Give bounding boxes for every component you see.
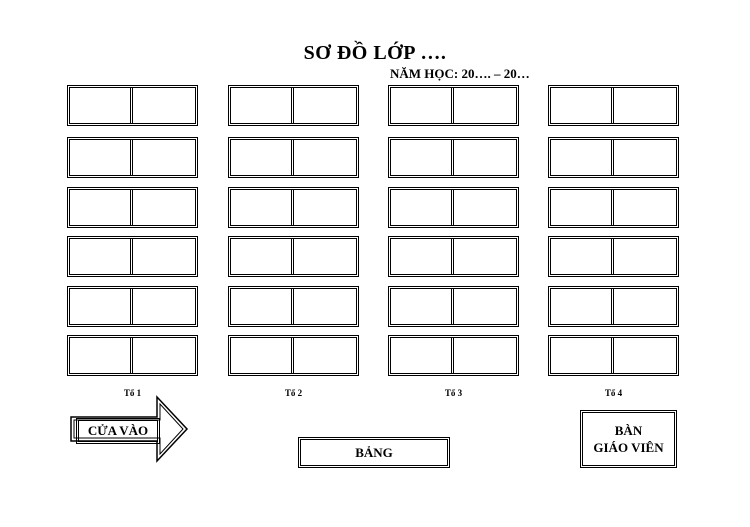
- desk: [388, 335, 519, 376]
- teacher-desk: BÀN GIÁO VIÊN: [580, 410, 677, 468]
- desk: [67, 236, 198, 277]
- desk-seat-right: [454, 140, 517, 175]
- desk-seat-right: [614, 289, 677, 324]
- desk: [67, 187, 198, 228]
- desk-seat-right: [454, 289, 517, 324]
- door-label: CỬA VÀO: [76, 418, 160, 444]
- desk-seat-left: [231, 338, 294, 373]
- desk: [388, 85, 519, 126]
- desk-seat-left: [70, 88, 133, 123]
- desk: [228, 236, 359, 277]
- desk: [228, 335, 359, 376]
- desk-seat-right: [133, 239, 196, 274]
- group-label-4: Tổ 4: [604, 388, 623, 398]
- desk-seat-right: [294, 88, 357, 123]
- desk-seat-right: [454, 88, 517, 123]
- desk-seat-left: [391, 239, 454, 274]
- desk: [67, 335, 198, 376]
- desk-seat-right: [133, 289, 196, 324]
- desk: [548, 187, 679, 228]
- board: BẢNG: [298, 437, 450, 468]
- desk: [67, 286, 198, 327]
- desk-seat-right: [614, 88, 677, 123]
- desk-seat-right: [614, 140, 677, 175]
- group-label-1: Tổ 1: [123, 388, 142, 398]
- desk-seat-right: [133, 140, 196, 175]
- desk-seat-right: [454, 239, 517, 274]
- desk-seat-left: [70, 239, 133, 274]
- desk-seat-right: [294, 289, 357, 324]
- desk-seat-left: [391, 88, 454, 123]
- group-label-3: Tổ 3: [444, 388, 463, 398]
- desk: [228, 187, 359, 228]
- desk-seat-left: [391, 289, 454, 324]
- desk: [228, 85, 359, 126]
- desk-seat-left: [551, 140, 614, 175]
- desk-seat-right: [614, 190, 677, 225]
- desk-seat-right: [614, 338, 677, 373]
- desk-seat-right: [133, 190, 196, 225]
- desk-seat-left: [391, 140, 454, 175]
- school-year: NĂM HỌC: 20…. – 20…: [390, 66, 530, 81]
- desk: [388, 137, 519, 178]
- desk-seat-left: [70, 289, 133, 324]
- group-label-2: Tổ 2: [284, 388, 303, 398]
- desk-seat-right: [294, 190, 357, 225]
- desk-seat-right: [133, 88, 196, 123]
- desk: [67, 85, 198, 126]
- desk-seat-left: [391, 338, 454, 373]
- desk-seat-left: [231, 88, 294, 123]
- desk: [388, 236, 519, 277]
- desk-seat-left: [70, 190, 133, 225]
- desk-seat-left: [70, 338, 133, 373]
- desk-seat-right: [133, 338, 196, 373]
- desk-seat-left: [551, 338, 614, 373]
- desk-seat-left: [231, 190, 294, 225]
- desk-seat-right: [454, 190, 517, 225]
- desk-seat-left: [551, 190, 614, 225]
- desk: [228, 286, 359, 327]
- desk-seat-left: [551, 239, 614, 274]
- desk: [548, 335, 679, 376]
- desk: [67, 137, 198, 178]
- desk-seat-left: [551, 289, 614, 324]
- desk: [548, 286, 679, 327]
- desk-seat-left: [231, 140, 294, 175]
- desk-seat-right: [294, 338, 357, 373]
- teacher-desk-line1: BÀN: [614, 423, 643, 438]
- desk: [388, 286, 519, 327]
- desk: [548, 85, 679, 126]
- desk-seat-left: [551, 88, 614, 123]
- desk-seat-right: [294, 239, 357, 274]
- desk-seat-left: [391, 190, 454, 225]
- teacher-desk-line2: GIÁO VIÊN: [593, 440, 664, 455]
- desk-seat-left: [70, 140, 133, 175]
- desk-seat-right: [614, 239, 677, 274]
- desk-seat-left: [231, 289, 294, 324]
- desk: [228, 137, 359, 178]
- page-title: SƠ ĐỒ LỚP ….: [303, 42, 447, 64]
- desk-seat-left: [231, 239, 294, 274]
- desk-seat-right: [454, 338, 517, 373]
- desk: [548, 236, 679, 277]
- desk: [548, 137, 679, 178]
- desk: [388, 187, 519, 228]
- desk-seat-right: [294, 140, 357, 175]
